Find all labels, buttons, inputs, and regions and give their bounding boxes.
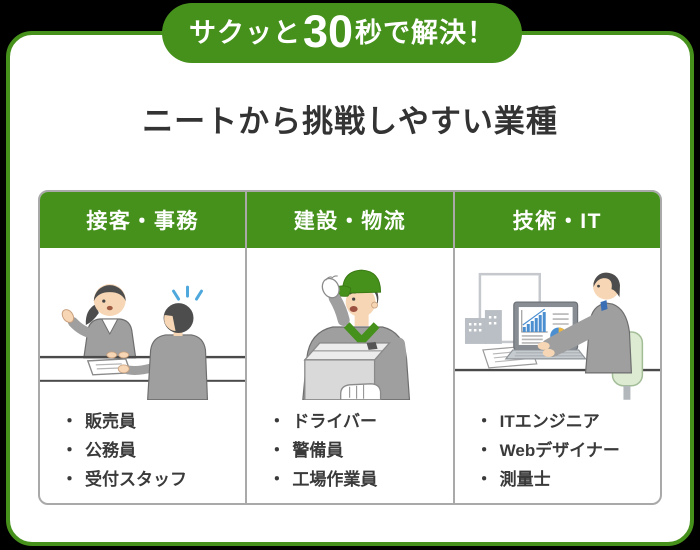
job-label: 測量士: [499, 470, 551, 489]
column-body: ・ITエンジニア ・Webデザイナー ・測量士: [454, 248, 660, 503]
list-item: ・ドライバー: [268, 407, 448, 436]
bullet-icon: ・: [61, 441, 78, 460]
column-customer-service: 接客・事務: [40, 192, 246, 503]
job-label: 販売員: [85, 412, 136, 431]
list-item: ・測量士: [476, 465, 656, 494]
engineer-at-laptop-illustration: [454, 272, 660, 400]
bullet-icon: ・: [475, 412, 493, 431]
job-label: 受付スタッフ: [85, 470, 187, 489]
column-body: ・ドライバー ・警備員 ・工場作業員: [247, 248, 452, 503]
job-label: 公務員: [85, 441, 136, 460]
job-list: ・ITエンジニア ・Webデザイナー ・測量士: [455, 407, 660, 494]
column-header-customer-service: 接客・事務: [40, 192, 246, 248]
column-header-technology-it: 技術・IT: [454, 192, 660, 248]
job-label: ITエンジニア: [499, 412, 600, 431]
list-item: ・ ITエンジニア: [476, 407, 656, 436]
bullet-icon: ・: [61, 470, 78, 489]
badge-text-prefix: サクッと: [188, 17, 301, 48]
emphasis-marks-icon: [172, 285, 203, 301]
job-label: ドライバー: [292, 412, 377, 431]
list-item: ・受付スタッフ: [61, 465, 241, 494]
bullet-icon: ・: [268, 441, 286, 460]
reception-counter-illustration: [40, 284, 246, 400]
time-badge: サクッと 30 秒で解決！: [162, 3, 522, 63]
column-header-construction-logistics: 建設・物流: [247, 192, 453, 248]
jobs-table: 接客・事務: [38, 190, 662, 505]
bullet-icon: ・: [61, 412, 78, 431]
bullet-icon: ・: [268, 412, 286, 431]
bullet-icon: ・: [475, 441, 493, 460]
badge-number: 30: [302, 5, 354, 57]
list-item: ・ Webデザイナー: [476, 436, 656, 465]
bullet-icon: ・: [268, 470, 286, 489]
list-item: ・販売員: [61, 407, 241, 436]
job-list: ・販売員 ・公務員 ・受付スタッフ: [40, 407, 245, 494]
job-list: ・ドライバー ・警備員 ・工場作業員: [247, 407, 452, 494]
list-item: ・工場作業員: [268, 465, 448, 494]
list-item: ・公務員: [61, 436, 241, 465]
job-label: 工場作業員: [292, 470, 378, 489]
delivery-worker-illustration: [302, 269, 411, 400]
badge-text-suffix: 秒で解決！: [355, 17, 496, 48]
column-body: ・販売員 ・公務員 ・受付スタッフ: [40, 248, 246, 503]
bullet-icon: ・: [475, 470, 493, 489]
job-label: Webデザイナー: [499, 441, 620, 460]
job-label: 警備員: [292, 441, 344, 460]
list-item: ・警備員: [268, 436, 448, 465]
column-technology-it: 技術・IT: [452, 192, 660, 503]
page-title: ニートから挑戦しやすい業種: [142, 104, 558, 139]
column-construction-logistics: 建設・物流: [245, 192, 453, 503]
